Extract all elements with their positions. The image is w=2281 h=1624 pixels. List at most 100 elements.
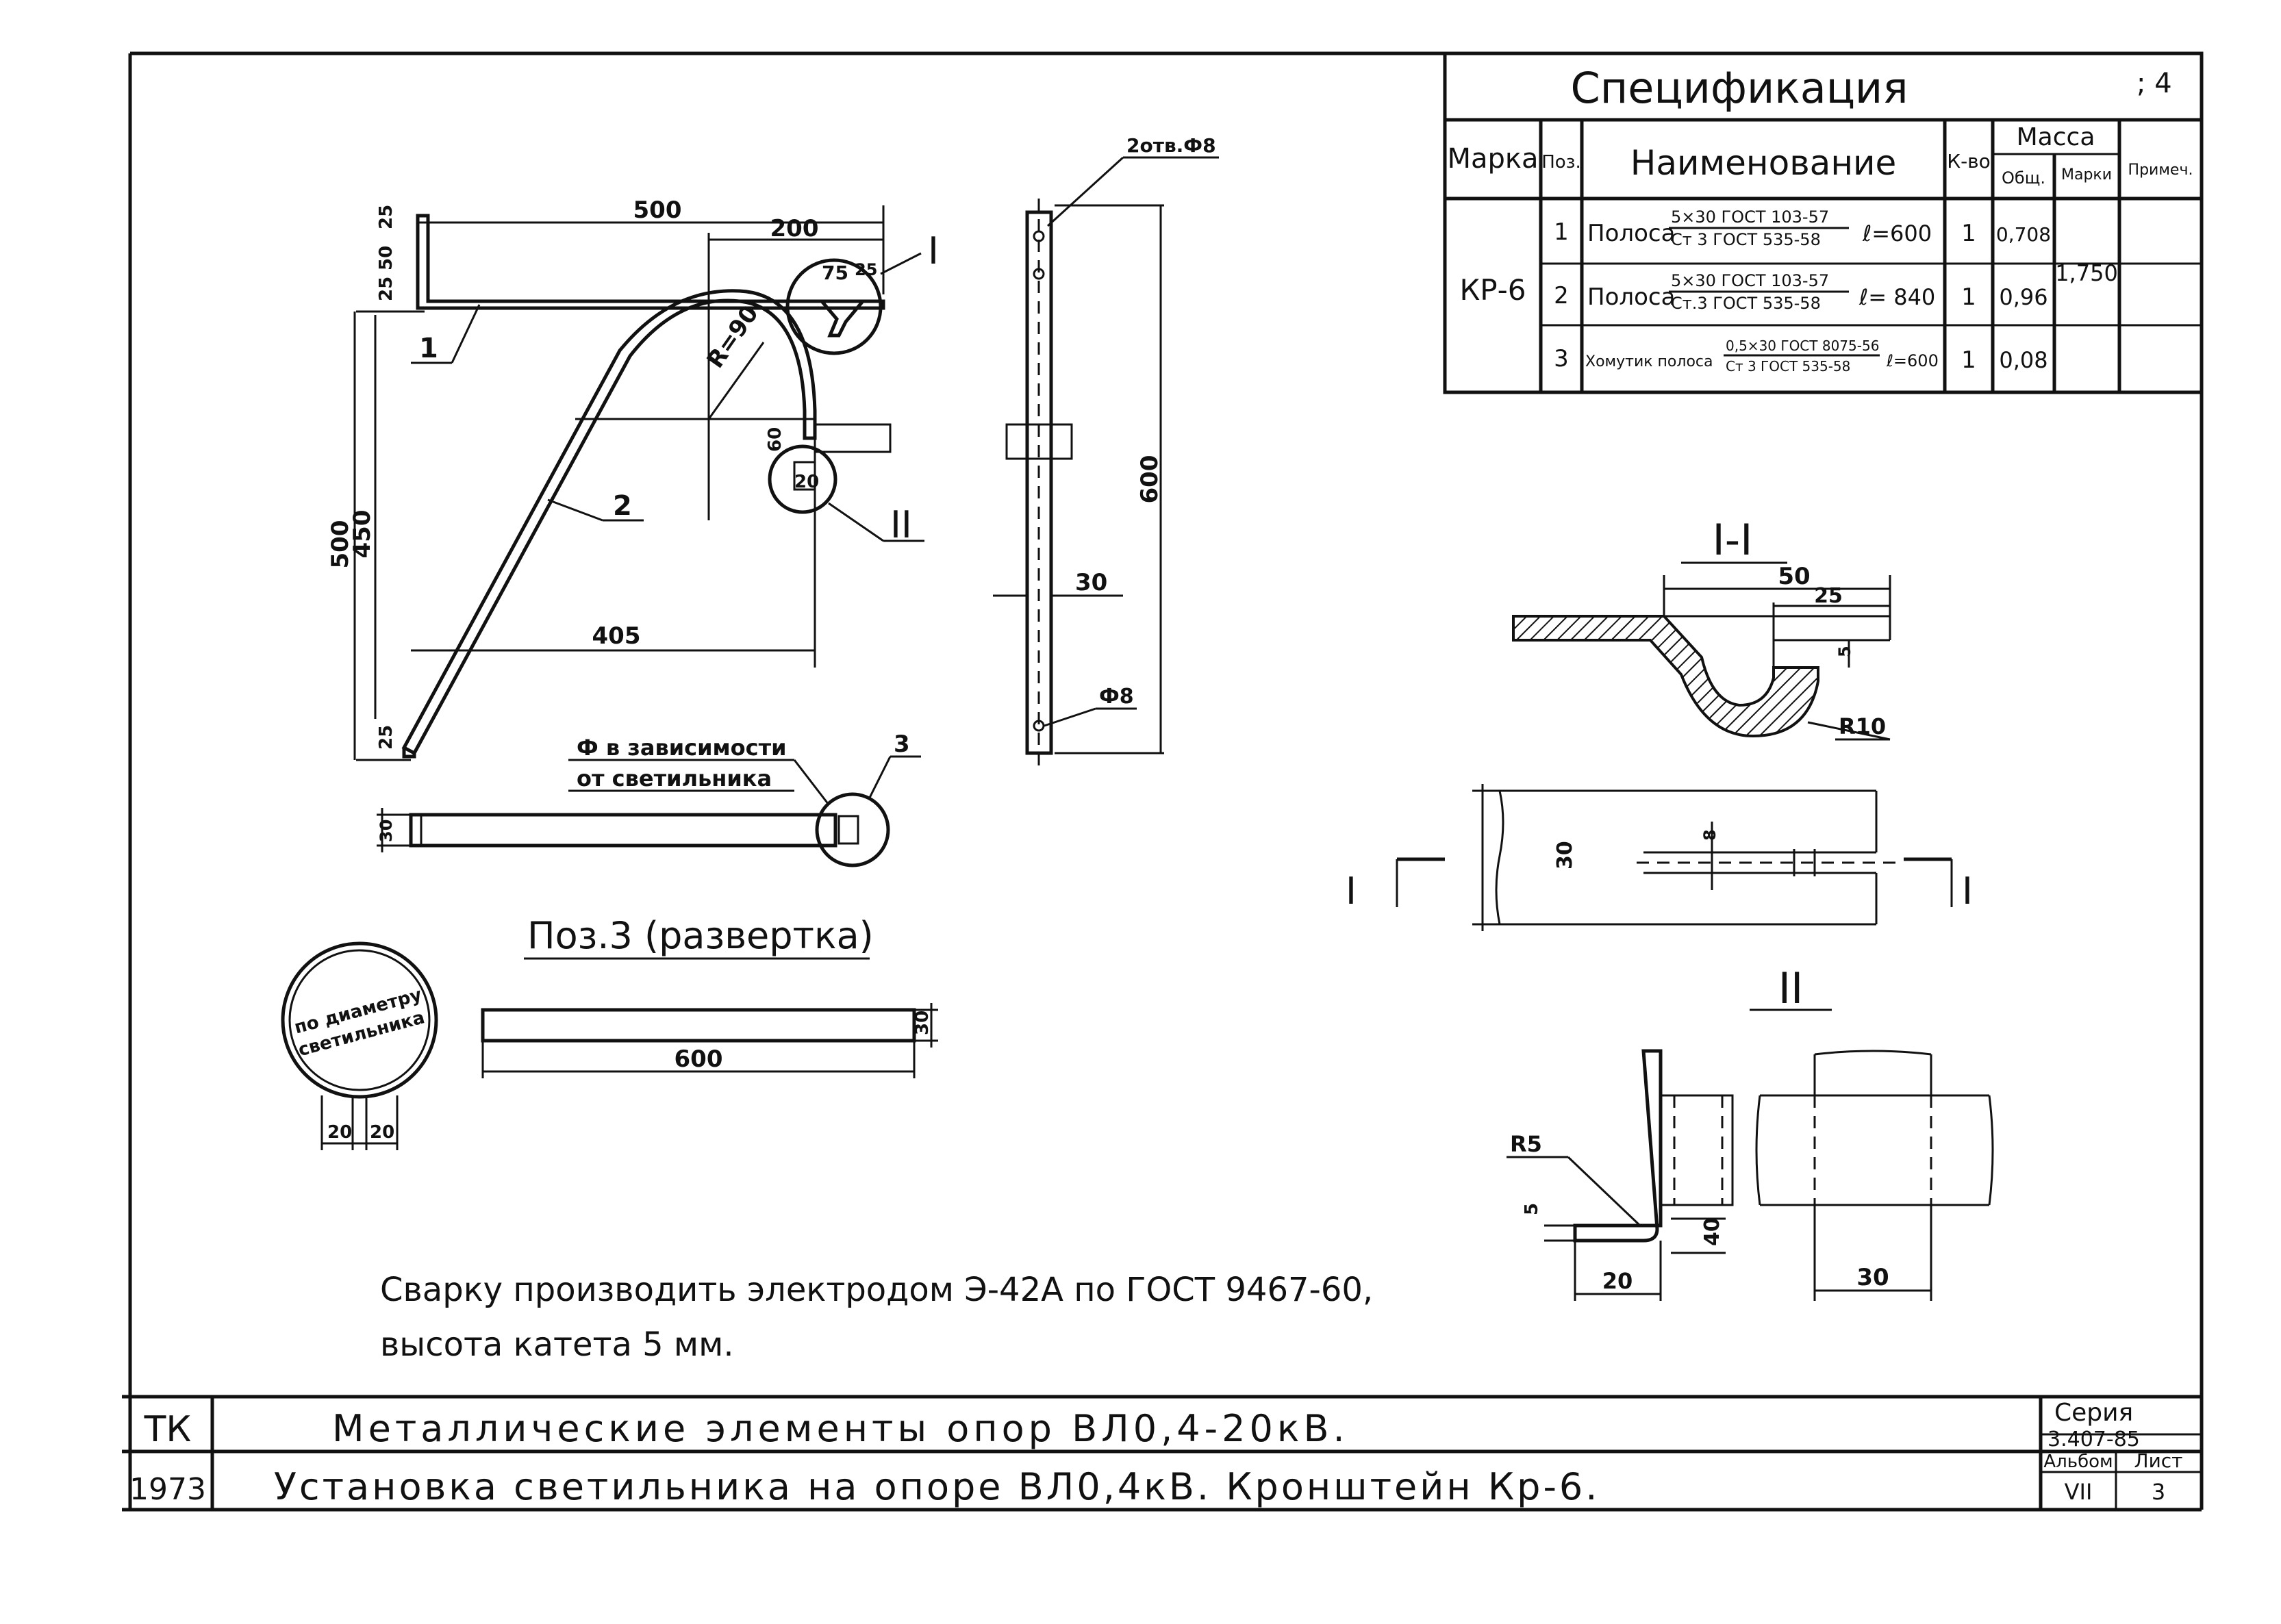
- detail-2-d5: 5: [1522, 1203, 1542, 1215]
- svg-text:1: 1: [1961, 283, 1976, 311]
- svg-text:Хомутик полоса: Хомутик полоса: [1585, 353, 1713, 370]
- svg-text:0,708: 0,708: [1996, 223, 2051, 246]
- section-1-d25: 25: [1814, 584, 1843, 608]
- svg-text:5×30 ГОСТ 103-57: 5×30 ГОСТ 103-57: [1671, 207, 1829, 227]
- side-width: 30: [1075, 569, 1107, 596]
- svg-text:ℓ=600: ℓ=600: [1862, 220, 1932, 246]
- note-line1: Сварку производить электродом Э-42А по Г…: [380, 1271, 1373, 1309]
- plan-slot: 8: [1700, 829, 1719, 841]
- dim-height-500: 500: [327, 520, 354, 569]
- detail-2-d30: 30: [1856, 1264, 1889, 1291]
- clamp-pos-3: 3: [894, 731, 910, 758]
- leader-pos-1: 1: [419, 333, 438, 364]
- spec-row: 3 Хомутик полоса 0,5×30 ГОСТ 8075-56 Ст …: [1554, 338, 2047, 375]
- cut-mark-left: I: [1346, 870, 1357, 913]
- title-line1: Металлические элементы опор ВЛ0,4-20кВ.: [332, 1407, 1349, 1450]
- cut-mark-right: I: [1962, 870, 1973, 913]
- section-1-d50: 50: [1778, 563, 1810, 590]
- leader-pos-2: 2: [613, 490, 632, 522]
- svg-text:5×30 ГОСТ 103-57: 5×30 ГОСТ 103-57: [1671, 271, 1829, 290]
- development-title: Поз.3 (развертка): [527, 914, 874, 957]
- bracket-front-view: I II 500 200 25 50 25 75 25 R=90 500 450…: [327, 196, 939, 761]
- album-label: Альбом: [2043, 1451, 2113, 1472]
- svg-text:Полоса: Полоса: [1587, 283, 1675, 311]
- spec-row: 1 Полоса 5×30 ГОСТ 103-57 Ст 3 ГОСТ 535-…: [1554, 207, 2051, 249]
- dim-top-width: 500: [633, 196, 682, 224]
- development-view: Поз.3 (развертка) 600 30 по диаметру све…: [281, 914, 938, 1150]
- spec-title: Спецификация: [1570, 63, 1908, 113]
- title-block: ТК 1973 Металлические элементы опор ВЛ0,…: [129, 1399, 2202, 1510]
- sheet-value: 3: [2152, 1479, 2165, 1505]
- detail-2-title: II: [1778, 963, 1804, 1013]
- detail-2: II R5 5 40 20 30: [1507, 963, 1994, 1301]
- header-pos: Поз.: [1541, 152, 1581, 173]
- svg-text:Ст 3 ГОСТ 535-58: Ст 3 ГОСТ 535-58: [1671, 230, 1821, 249]
- svg-text:Ст 3 ГОСТ 535-58: Ст 3 ГОСТ 535-58: [1726, 358, 1850, 375]
- detail-2-radius: R5: [1510, 1131, 1542, 1157]
- svg-text:1: 1: [1961, 220, 1976, 247]
- section-1-radius: R10: [1839, 713, 1886, 739]
- header-name: Наименование: [1630, 143, 1897, 183]
- welding-note: Сварку производить электродом Э-42А по Г…: [380, 1271, 1373, 1364]
- dim-20: 20: [794, 472, 819, 492]
- svg-text:0,08: 0,08: [1999, 347, 2047, 373]
- svg-text:ℓ=600: ℓ=600: [1886, 351, 1939, 370]
- dim-75: 75: [822, 262, 848, 284]
- side-hole-label: 2отв.Ф8: [1126, 134, 1216, 157]
- title-code: ТК: [144, 1409, 192, 1450]
- spec-corner-mark: ; 4: [2137, 68, 2172, 99]
- spec-row: 2 Полоса 5×30 ГОСТ 103-57 Ст.3 ГОСТ 535-…: [1554, 271, 2047, 313]
- svg-text:Полоса: Полоса: [1587, 220, 1675, 247]
- sheet-label: Лист: [2134, 1449, 2183, 1472]
- svg-text:Ст.3 ГОСТ 535-58: Ст.3 ГОСТ 535-58: [1671, 294, 1821, 313]
- dim-50: 50: [376, 246, 396, 270]
- detail-1-circle: [785, 258, 883, 355]
- title-line2: Установка светильника на опоре ВЛ0,4кВ. …: [274, 1465, 1600, 1508]
- dim-25-bottom: 25: [376, 725, 396, 750]
- header-mass: Масса: [2017, 123, 2095, 151]
- side-hole-dia: Ф8: [1099, 685, 1134, 709]
- series-value: 3.407-85: [2047, 1428, 2140, 1451]
- series-label: Серия: [2054, 1399, 2133, 1427]
- header-qty: К-во: [1947, 150, 1991, 173]
- dim-25-small: 25: [855, 260, 877, 279]
- clamp-width: 30: [377, 820, 396, 842]
- spec-mass-mark-value: 1,750: [2055, 260, 2118, 286]
- bracket-side-view: 2отв.Ф8 600 30 Ф8: [993, 134, 1219, 767]
- tab-left: 20: [327, 1122, 352, 1143]
- section-1-d5: 5: [1835, 646, 1854, 657]
- section-1-title: I-I: [1713, 515, 1753, 565]
- dim-60: 60: [765, 427, 785, 452]
- section-1: I-I 50 25 5 R10 30 8: [1346, 515, 1973, 931]
- title-year: 1973: [129, 1472, 206, 1507]
- dim-height-450: 450: [349, 510, 376, 559]
- dim-top-right: 200: [770, 215, 819, 242]
- dim-25-top: 25: [376, 205, 396, 229]
- svg-text:1: 1: [1961, 346, 1976, 374]
- svg-text:0,5×30 ГОСТ 8075-56: 0,5×30 ГОСТ 8075-56: [1726, 338, 1879, 354]
- note-line2: высота катета 5 мм.: [380, 1325, 734, 1364]
- header-note: Примеч.: [2128, 162, 2193, 179]
- svg-text:1: 1: [1554, 218, 1569, 246]
- detail-1-label: I: [928, 229, 939, 272]
- clamp-ring: [281, 941, 438, 1099]
- svg-text:2: 2: [1554, 282, 1569, 309]
- svg-text:3: 3: [1554, 345, 1569, 372]
- detail-2-d40: 40: [1700, 1217, 1724, 1246]
- header-mass-mark: Марки: [2061, 166, 2112, 183]
- detail-2-circle: [768, 444, 837, 514]
- dim-25-left: 25: [376, 277, 396, 301]
- album-value: VII: [2065, 1479, 2093, 1505]
- spec-mark-value: КР-6: [1459, 273, 1526, 307]
- tab-right: 20: [370, 1122, 394, 1143]
- development-length: 600: [675, 1045, 723, 1073]
- clamp-view: 30 Ф в зависимости от светильника 3: [377, 731, 921, 867]
- detail-2-d20: 20: [1602, 1268, 1633, 1294]
- detail-2-label: II: [890, 503, 912, 546]
- dim-radius: R=90: [702, 301, 764, 373]
- dim-base-405: 405: [592, 622, 641, 650]
- plan-width: 30: [1553, 841, 1577, 870]
- development-width: 30: [912, 1011, 933, 1035]
- spec-table: Спецификация ; 4 Марка Поз. Наименование…: [1443, 51, 2204, 394]
